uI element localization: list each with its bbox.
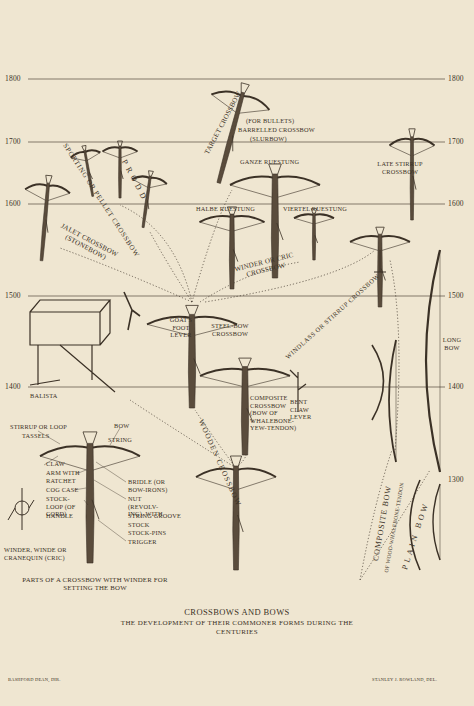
type-label: VIERTEL RUESTUNG xyxy=(283,205,347,213)
part-label: TASSELS xyxy=(22,432,50,440)
balista-frame xyxy=(30,300,110,345)
lineage-line xyxy=(60,248,192,302)
year-mark: 1300 xyxy=(448,475,464,484)
balista xyxy=(30,300,115,392)
year-mark: 1600 xyxy=(448,199,464,208)
bow-string xyxy=(440,250,441,472)
century-rule xyxy=(28,79,445,80)
part-label: CLAW xyxy=(46,460,65,468)
lineage-lines xyxy=(60,190,430,580)
part-label: ARM WITH RATCHET xyxy=(46,469,80,484)
part-label: STOCK-PINS xyxy=(128,529,166,537)
figure-caption: PARTS OF A CROSSBOW WITH WINDER FOR SETT… xyxy=(20,576,170,592)
type-label: WINDER OR CRIC CROSSBOW xyxy=(232,251,298,283)
accessories xyxy=(8,250,386,530)
year-mark: 1800 xyxy=(5,74,21,83)
part-label: STIRRUP OR LOOP xyxy=(10,423,67,431)
year-mark: 1800 xyxy=(448,74,464,83)
part-label: BRIDLE (OR BOW-IRONS) xyxy=(128,478,172,493)
bow-string xyxy=(440,484,441,560)
part-label: WINDER, WINDE OR CRANEQUIN (CRIC) xyxy=(4,546,74,561)
wooden-crossbow xyxy=(196,456,276,570)
leader-line xyxy=(96,462,126,482)
goats-foot-lever xyxy=(124,292,140,330)
year-mark: 1400 xyxy=(448,382,464,391)
type-label: PRODD xyxy=(120,158,151,204)
winder-arm xyxy=(8,488,34,530)
type-label: LONG BOW xyxy=(441,336,463,351)
part-label: STRING GROOVE xyxy=(128,512,181,520)
part-label: BOW xyxy=(114,422,129,430)
crossbows xyxy=(19,76,434,570)
year-mark: 1500 xyxy=(448,291,464,300)
viertel-crossbow xyxy=(294,209,334,260)
windlass xyxy=(374,250,386,272)
part-label: STOCK xyxy=(128,521,150,529)
type-label: HALBE RUESTUNG xyxy=(196,205,255,213)
part-label: TRIGGER xyxy=(128,538,157,546)
leader-lines xyxy=(38,428,126,541)
year-mark: 1400 xyxy=(5,382,21,391)
plate-caption: THE DEVELOPMENT OF THEIR COMMONER FORMS … xyxy=(107,619,367,638)
balista-legs xyxy=(30,345,115,392)
type-label: TARGET CROSSBOW xyxy=(203,90,243,156)
year-mark: 1600 xyxy=(5,199,21,208)
year-mark: 1700 xyxy=(448,137,464,146)
type-label: WINDLASS OR STIRRUP CROSSBOW xyxy=(284,272,381,361)
year-mark: 1700 xyxy=(5,137,21,146)
type-label: (SLURBOW) xyxy=(250,135,287,143)
type-label: LATE STIRRUP CROSSBOW xyxy=(370,160,430,175)
credit: STANLEY J. ROWLAND, DEL. xyxy=(372,677,437,682)
parts-crossbow xyxy=(40,432,140,563)
part-label: HANDLE xyxy=(46,512,73,520)
leader-line xyxy=(98,520,126,541)
century-rule xyxy=(28,296,445,297)
type-label: BARRELLED CROSSBOW xyxy=(238,126,315,134)
century-rule xyxy=(28,142,445,143)
type-label: WOODEN CROSSBOW xyxy=(197,418,244,508)
type-label: GANZE RUESTUNG xyxy=(240,158,299,166)
part-label: COG CASE xyxy=(46,486,79,494)
type-label: (FOR BULLETS) xyxy=(246,117,294,125)
leader-line xyxy=(84,500,88,505)
type-label: GOAT'S FOOT LEVER xyxy=(165,316,197,339)
type-label: BENT CLAW LEVER xyxy=(290,398,320,421)
plain-bow xyxy=(433,484,440,560)
plate-title: CROSSBOWS AND BOWS xyxy=(0,607,474,618)
composite-bow xyxy=(372,345,384,420)
composite-bow xyxy=(389,340,396,462)
jalet-crossbow xyxy=(19,174,71,263)
credit: BASHFORD DEAN, DIR. xyxy=(8,677,61,682)
target-crossbow xyxy=(190,76,275,191)
type-label: BALISTA xyxy=(30,392,57,400)
lineage-line xyxy=(150,232,192,302)
century-rule xyxy=(28,204,445,205)
year-mark: 1500 xyxy=(5,291,21,300)
part-label: STRING xyxy=(108,436,132,444)
long-bow xyxy=(426,250,440,472)
steel-bow-crossbow xyxy=(147,305,237,408)
bows xyxy=(372,250,440,570)
type-label: STEEL-BOW CROSSBOW xyxy=(206,322,254,337)
lineage-line xyxy=(390,260,399,450)
leader-line xyxy=(94,480,126,499)
sporting-crossbow xyxy=(69,143,107,199)
bow-string xyxy=(396,340,397,462)
